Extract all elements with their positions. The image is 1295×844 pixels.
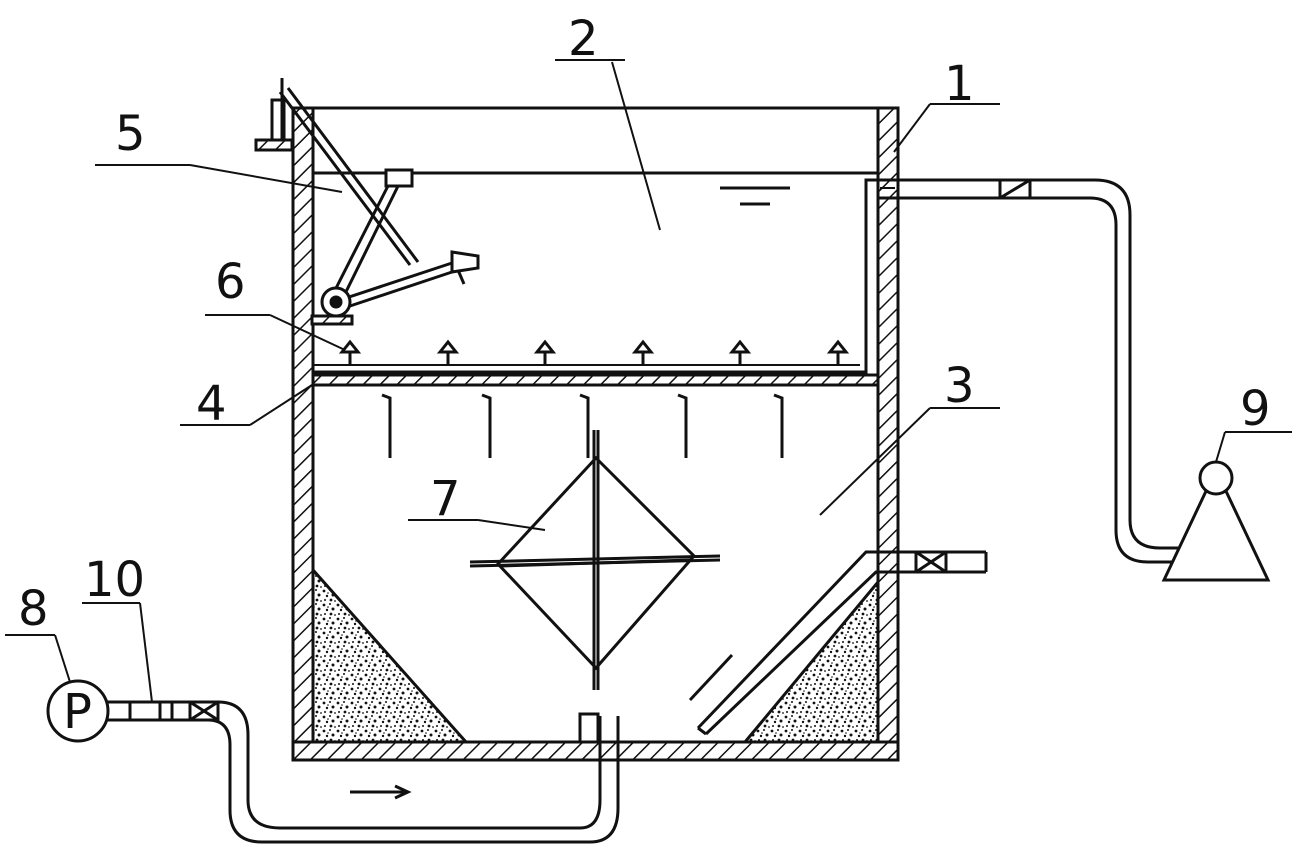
tank-bottom-wall xyxy=(291,740,900,762)
filter-nozzles xyxy=(338,339,850,365)
pump-letter: P xyxy=(63,684,92,740)
tank-right-wall xyxy=(876,106,900,762)
nozzle-manifold xyxy=(313,178,878,374)
label-9: 9 xyxy=(1240,381,1271,437)
filter-plate xyxy=(311,373,880,387)
inlet-nozzle xyxy=(578,712,600,744)
mixer xyxy=(469,430,721,690)
label-6: 6 xyxy=(215,254,246,310)
decanter-arm xyxy=(254,78,480,326)
inlet-pipe xyxy=(100,700,620,844)
label-1: 1 xyxy=(944,56,975,112)
label-8: 8 xyxy=(18,581,49,637)
labels: 1 2 3 4 5 6 7 8 10 9 xyxy=(18,11,1271,637)
tank-left-wall xyxy=(291,106,315,762)
label-3: 3 xyxy=(944,358,975,414)
tank xyxy=(291,106,900,762)
outlet-pump xyxy=(1161,460,1271,582)
outlet-pipe xyxy=(878,178,1180,564)
label-7: 7 xyxy=(430,471,461,527)
label-2: 2 xyxy=(568,11,599,67)
sediment-hopper-left xyxy=(311,566,470,744)
inlet-pump: P xyxy=(46,679,110,743)
label-4: 4 xyxy=(196,376,227,432)
sediment-hopper-right xyxy=(741,577,880,744)
upflow-arrows xyxy=(381,393,784,458)
leader-lines xyxy=(5,59,1292,703)
sludge-outlet xyxy=(688,550,988,736)
label-10: 10 xyxy=(84,552,145,608)
label-5: 5 xyxy=(115,106,146,162)
